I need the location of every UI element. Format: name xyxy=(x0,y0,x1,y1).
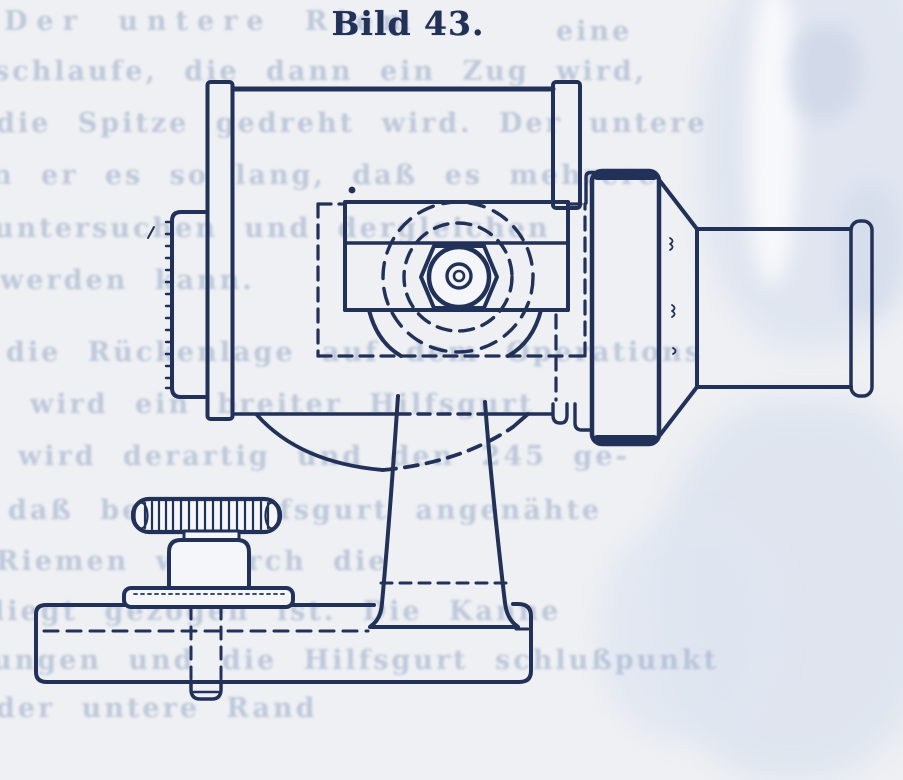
center-boss xyxy=(419,244,499,310)
ghost-text-line: die Spitze gedreht wird. Der untere xyxy=(0,108,708,139)
knurled-drum xyxy=(589,168,662,447)
figure-drawing xyxy=(34,80,874,701)
center-punch-dot xyxy=(348,186,356,194)
axle-hooks xyxy=(551,170,596,432)
figure-caption: Bild 43. xyxy=(331,4,485,43)
ghost-text-line: der untere Rand xyxy=(0,693,318,724)
cone-hub xyxy=(658,179,699,437)
thumbscrew-neck xyxy=(167,538,251,592)
ghost-text-line: n er es so lang, daß es mehrere xyxy=(0,160,659,191)
ghost-text-line: untersuchen und dergleichen xyxy=(0,213,551,244)
end-knurl-ring xyxy=(849,219,874,398)
knurled-clamp-strip xyxy=(164,210,210,399)
ghost-text-line: ungen und die Hilfsgurt schlußpunkt xyxy=(0,645,720,676)
thumbscrew-flange xyxy=(122,586,295,609)
pedestal-pillar xyxy=(368,394,520,629)
ghost-text-line: Der untere Riem xyxy=(4,6,420,37)
ghost-text-line: daß beide Hilfsgurt angenähte xyxy=(8,495,603,526)
ghost-text-line: schlaufe, die dann ein Zug wird, xyxy=(0,56,648,87)
thumbscrew-head xyxy=(130,496,283,535)
adjusting-shaft xyxy=(695,227,853,389)
screw-tip xyxy=(189,680,223,701)
hidden-outline-dashed xyxy=(316,202,587,402)
ghost-text-line: werden kann. xyxy=(0,265,255,296)
thumbscrew xyxy=(122,496,295,609)
base-plate xyxy=(34,602,533,701)
pitch-circles-dashed xyxy=(381,200,535,354)
boss-circle xyxy=(426,244,492,310)
stray-ink-mark xyxy=(147,226,155,239)
swivel-arc xyxy=(255,412,530,472)
ghost-text-line: eine xyxy=(556,16,633,47)
yoke-frame xyxy=(205,80,582,421)
